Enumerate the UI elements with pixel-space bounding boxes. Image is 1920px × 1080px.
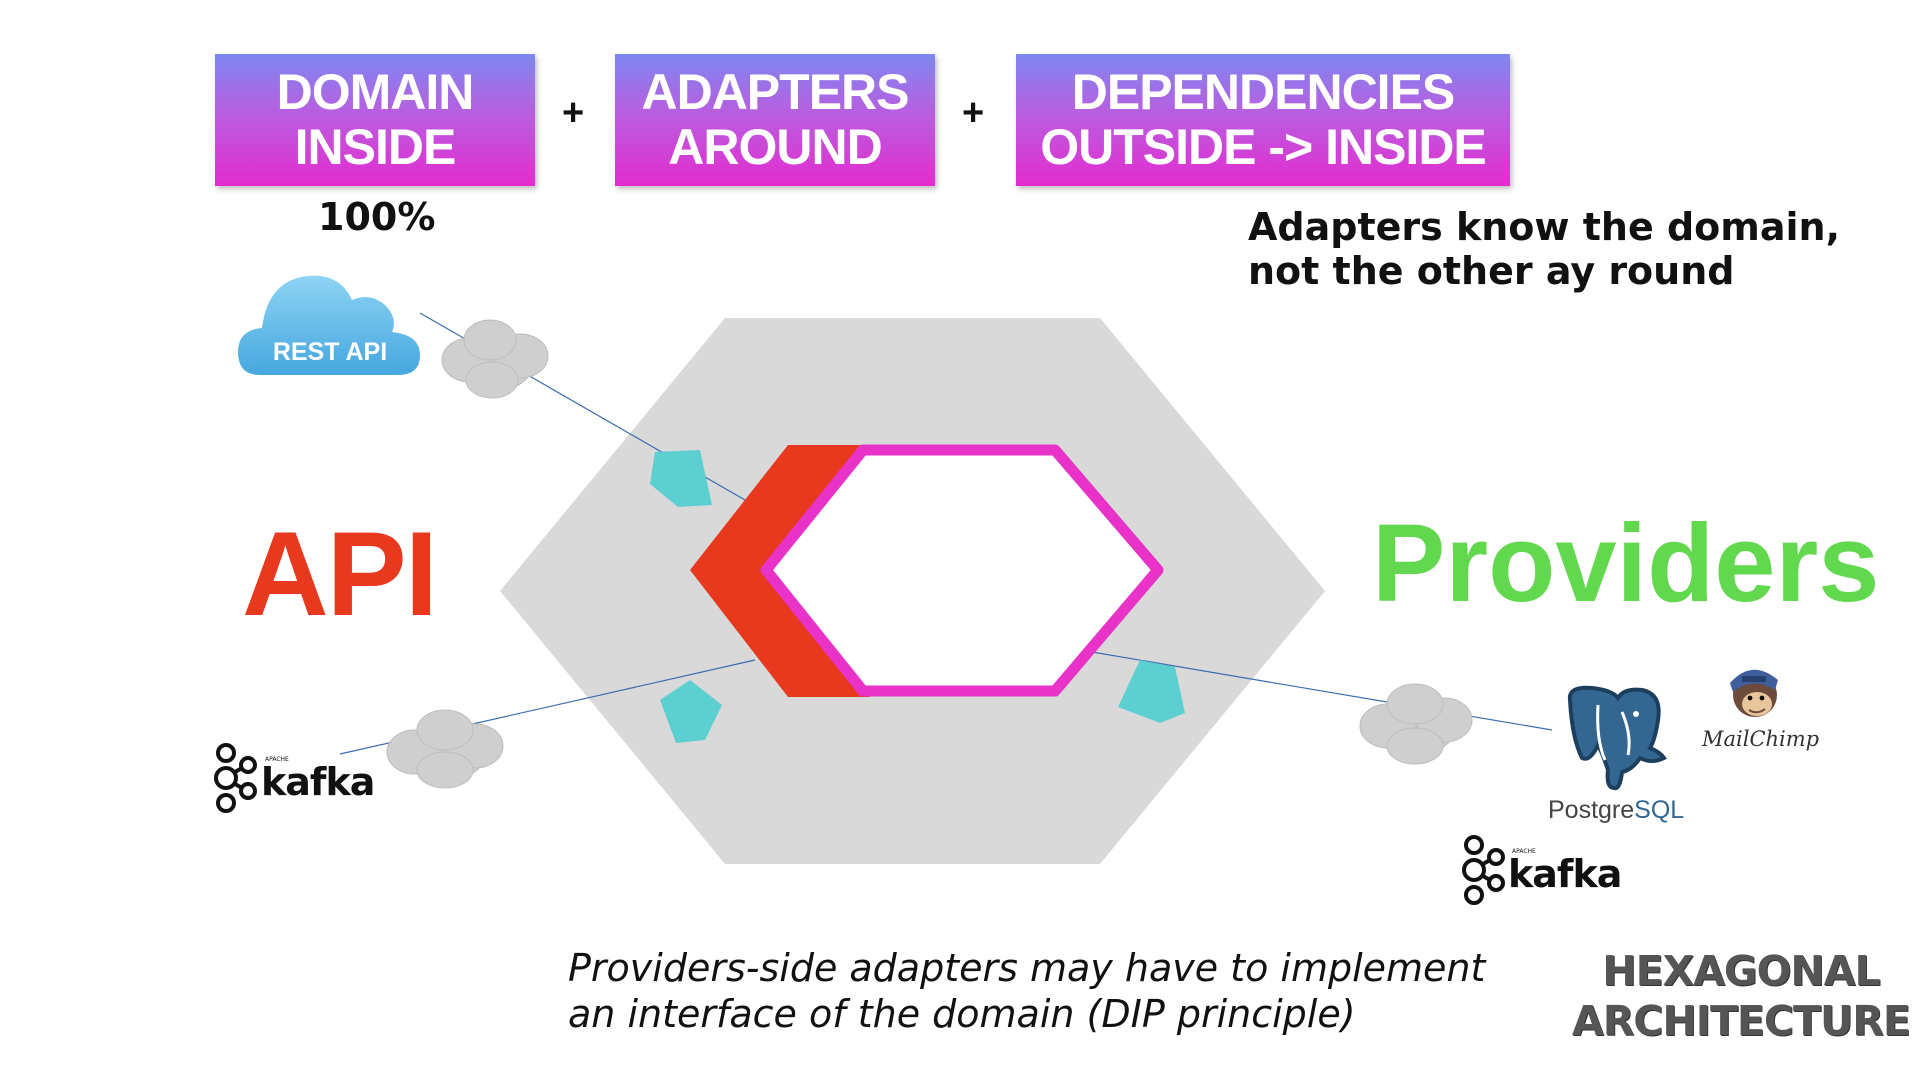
- providers-note-line2: an interface of the domain (DIP principl…: [568, 992, 1356, 1036]
- kafka-logo-left: APACHE kafka: [214, 743, 375, 813]
- adapters-note-line1: Adapters know the domain,: [1248, 205, 1841, 249]
- kafka-small-label-right: APACHE: [1512, 848, 1536, 855]
- adapters-around-line2: AROUND: [668, 119, 882, 175]
- domain-inside-box: DOMAIN INSIDE: [215, 54, 535, 186]
- elephant-icon: [1567, 685, 1667, 791]
- kafka-icon: [214, 743, 257, 813]
- providers-note: Providers-side adapters may have to impl…: [568, 945, 1485, 1037]
- rest-api-cloud-icon: REST API: [238, 275, 420, 375]
- cloud-icon-3: [1359, 683, 1473, 765]
- kafka-label-left: kafka: [261, 760, 374, 804]
- line-providers: [1091, 651, 1553, 731]
- api-adapter-core: [690, 445, 870, 697]
- mailchimp-logo: MailChimp: [1701, 669, 1819, 751]
- api-label: API: [242, 507, 438, 641]
- postgres-label-part2: SQL: [1634, 796, 1684, 824]
- title-line2: ARCHITECTURE: [1572, 997, 1911, 1045]
- postgres-label-part1: Postgre: [1548, 796, 1634, 824]
- title-line1: HEXAGONAL: [1602, 947, 1880, 995]
- kafka-small-label-left: APACHE: [265, 756, 289, 763]
- adapters-around-line1: ADAPTERS: [641, 64, 909, 120]
- providers-label: Providers: [1372, 502, 1880, 625]
- mailchimp-label: MailChimp: [1701, 727, 1819, 751]
- providers-note-line1: Providers-side adapters may have to impl…: [568, 946, 1486, 990]
- adapters-note: Adapters know the domain, not the other …: [1248, 205, 1840, 293]
- domain-inside-line2: INSIDE: [294, 119, 457, 175]
- percent-label: 100%: [318, 195, 436, 239]
- kafka-label-right: kafka: [1508, 852, 1621, 896]
- dependencies-line1: DEPENDENCIES: [1071, 64, 1456, 120]
- adapter-rest: [650, 450, 712, 507]
- dependencies-line2: OUTSIDE -> INSIDE: [1040, 119, 1487, 175]
- kafka-icon: [1462, 835, 1505, 905]
- postgresql-logo: PostgreSQL: [1548, 685, 1684, 824]
- plus-sign-2: +: [962, 92, 985, 134]
- adapters-note-line2: not the other ay round: [1248, 249, 1735, 293]
- hexagonal-architecture-title: HEXAGONAL ARCHITECTURE: [1572, 946, 1911, 1046]
- cloud-icon-2: [386, 709, 504, 789]
- domain-inside-line1: DOMAIN: [276, 64, 475, 120]
- domain-hexagon: [760, 444, 1164, 697]
- dependencies-box: DEPENDENCIES OUTSIDE -> INSIDE: [1016, 54, 1510, 186]
- adapters-around-box: ADAPTERS AROUND: [615, 54, 935, 186]
- rest-api-label: REST API: [273, 338, 387, 366]
- kafka-logo-right: APACHE kafka: [1462, 835, 1622, 905]
- chimp-icon: [1730, 669, 1778, 717]
- adapter-kafka: [660, 680, 722, 743]
- adapter-providers: [1118, 660, 1185, 723]
- cloud-icon-1: [441, 319, 549, 399]
- svg-text:PostgreSQL: PostgreSQL: [1548, 796, 1684, 824]
- plus-sign-1: +: [562, 92, 585, 134]
